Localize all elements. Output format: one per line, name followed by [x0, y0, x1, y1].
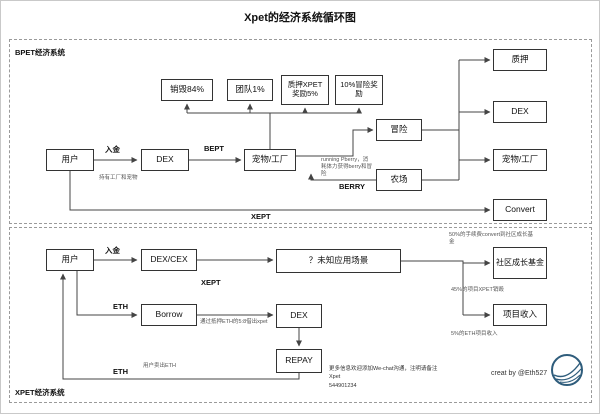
edge-label-xept-top: XEPT	[251, 212, 271, 221]
edge-label-deposit-top: 入金	[105, 145, 120, 154]
node-stake-xpet-reward: 质押XPET奖励5%	[281, 75, 329, 105]
node-stake: 质押	[493, 49, 547, 71]
edge-label-deposit-bottom: 入金	[105, 246, 120, 255]
node-adventure: 冒险	[376, 119, 422, 141]
node-user-bottom: 用户	[46, 249, 94, 271]
node-dex-cex: DEX/CEX	[141, 249, 197, 271]
contact-line-1: 更多信息欢迎添加We-chat沟通，注明请备注Xpet	[329, 366, 438, 381]
node-burn-84: 销毁84%	[161, 79, 213, 101]
node-pet-factory-right: 宠物/工厂	[493, 149, 547, 171]
node-dex-right: DEX	[493, 101, 547, 123]
node-repay: REPAY	[276, 349, 322, 373]
node-borrow: Borrow	[141, 304, 197, 326]
section-bpet-economy	[9, 39, 592, 224]
edge-label-berry: BERRY	[339, 182, 365, 191]
node-pet-factory: 宠物/工厂	[244, 149, 296, 171]
node-adventure-reward: 10%冒险奖励	[335, 75, 383, 105]
edge-label-bept: BEPT	[204, 144, 225, 153]
node-team-1: 团队1%	[227, 79, 273, 101]
node-convert: Convert	[493, 199, 547, 221]
swirl-logo-icon	[547, 350, 587, 390]
node-user-top: 用户	[46, 149, 94, 171]
node-dex-top: DEX	[141, 149, 189, 171]
note-user-sell-eth: 用户卖出ETH	[143, 363, 177, 369]
note-eth-project-income: 5%的ETH项目收入	[451, 331, 498, 337]
contact-line-2: 544901234	[329, 382, 357, 389]
section-label-bpet: BPET经济系统	[15, 48, 66, 57]
node-dex-bottom: DEX	[276, 304, 322, 328]
edge-label-eth-bottom: ETH	[113, 367, 128, 376]
edge-label-eth-mid: ETH	[113, 302, 128, 311]
section-xpet-economy	[9, 227, 592, 403]
node-project-income: 项目收入	[493, 304, 547, 326]
note-running-pberry: running Pberry，消耗体力获得berry和冒险	[321, 157, 373, 179]
note-collateral-ratio: 通过抵押ETH的5:8借出xpet	[200, 319, 268, 325]
edge-label-xept-bottom: XEPT	[201, 278, 221, 287]
node-unknown-use-case: ？未知应用场景	[276, 249, 401, 273]
node-farm: 农场	[376, 169, 422, 191]
note-project-xpet-burn: 45%的项目XPET销毁	[451, 287, 504, 293]
note-hold-factory-pets: 持有工厂和宠物	[99, 175, 138, 181]
note-fee-to-fund: 50%的手续费convert到社区成长基金	[449, 232, 534, 246]
credit-text: creat by @Eth527	[491, 370, 548, 377]
page-title: Xpet的经济系统循环图	[244, 12, 356, 24]
section-label-xpet: XPET经济系统	[15, 388, 65, 397]
contact-info: 更多信息欢迎添加We-chat沟通，注明请备注Xpet 544901234	[329, 365, 447, 390]
node-community-growth-fund: 社区成长基金	[493, 247, 547, 279]
